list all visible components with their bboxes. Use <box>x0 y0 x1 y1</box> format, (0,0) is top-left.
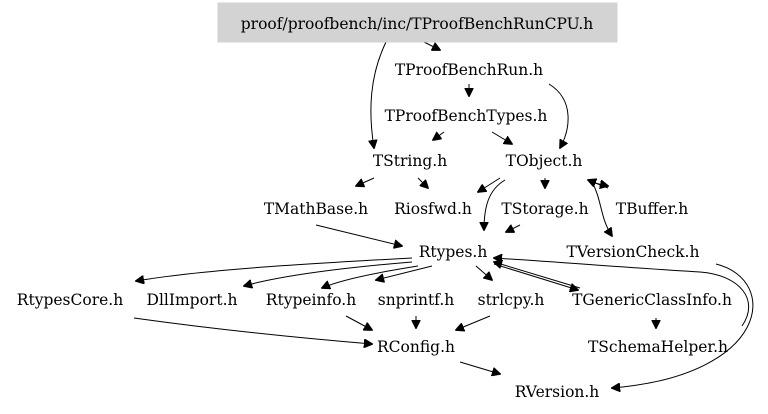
edge-tobject-rtypes <box>484 179 506 230</box>
edge-dllimport-rconfig <box>345 315 372 330</box>
edge-tproofbenchtypes-tobject <box>491 131 512 144</box>
node-rtypescore[interactable]: RtypesCore.h <box>17 291 123 309</box>
edge-tschemahelper-rtypes <box>494 258 750 327</box>
edge-tversioncheck-rversion <box>612 263 754 388</box>
node-tschemahelper[interactable]: TSchemaHelper.h <box>588 338 728 356</box>
edges <box>133 41 754 388</box>
root-node[interactable]: proof/proofbench/inc/TProofBenchRunCPU.h <box>217 2 618 43</box>
node-rtypes[interactable]: Rtypes.h <box>419 243 488 261</box>
edge-rtypes-rtypescore <box>136 257 413 281</box>
edge-tstring-riosfwd <box>417 177 428 188</box>
node-tgenericclassinfo[interactable]: TGenericClassInfo.h <box>572 291 732 309</box>
edge-root-tstring <box>371 41 387 148</box>
edge-tmathbase-rtypes <box>315 224 402 246</box>
edge-rconfig-rversion <box>459 361 500 374</box>
root-node-label: proof/proofbench/inc/TProofBenchRunCPU.h <box>241 15 593 33</box>
node-tobject[interactable]: TObject.h <box>506 152 583 170</box>
node-tstring[interactable]: TString.h <box>373 152 447 170</box>
edge-rtypes-tgenericclassinfo <box>493 263 578 290</box>
node-tproofbenchrun[interactable]: TProofBenchRun.h <box>395 61 543 79</box>
node-tproofbenchtypes[interactable]: TProofBenchTypes.h <box>385 107 548 125</box>
edge-tgenericclassinfo-rtypes <box>494 262 581 289</box>
edge-root-tproofbenchrun <box>423 41 440 50</box>
node-tstorage[interactable]: TStorage.h <box>501 200 588 218</box>
node-tversioncheck[interactable]: TVersionCheck.h <box>567 243 700 261</box>
node-dllimport[interactable]: DllImport.h <box>147 291 238 309</box>
edge-strlcpy-rconfig <box>456 315 491 330</box>
edge-tbuffer-tobject <box>588 180 609 189</box>
node-tmathbase[interactable]: TMathBase.h <box>264 200 368 218</box>
node-rversion[interactable]: RVersion.h <box>515 383 600 401</box>
edge-rtypes-dllimport <box>244 261 413 286</box>
edge-rtypes-snprintf <box>376 265 433 280</box>
edge-rtypes-rtypeinfo <box>322 265 419 288</box>
edge-tstorage-rtypes <box>506 225 521 232</box>
node-rtypeinfo[interactable]: Rtypeinfo.h <box>266 291 356 309</box>
edge-tobject-riosfwd <box>478 177 501 192</box>
edge-tstring-tmathbase <box>356 177 375 186</box>
edge-tproofbenchrun-tobject <box>548 83 569 148</box>
nodes: TProofBenchRun.h TProofBenchTypes.h TStr… <box>17 61 732 401</box>
edge-tobject-tversioncheck <box>591 181 612 236</box>
node-riosfwd[interactable]: Riosfwd.h <box>394 200 472 218</box>
root-node-box <box>217 2 618 43</box>
node-snprintf[interactable]: snprintf.h <box>378 291 455 309</box>
node-rconfig[interactable]: RConfig.h <box>377 338 455 356</box>
node-tbuffer[interactable]: TBuffer.h <box>616 200 689 218</box>
node-strlcpy[interactable]: strlcpy.h <box>478 291 545 309</box>
edge-rtypes-strlcpy <box>475 265 492 280</box>
edge-rtypescore-rconfig <box>133 317 372 344</box>
edge-tproofbenchtypes-tstring <box>433 131 445 140</box>
